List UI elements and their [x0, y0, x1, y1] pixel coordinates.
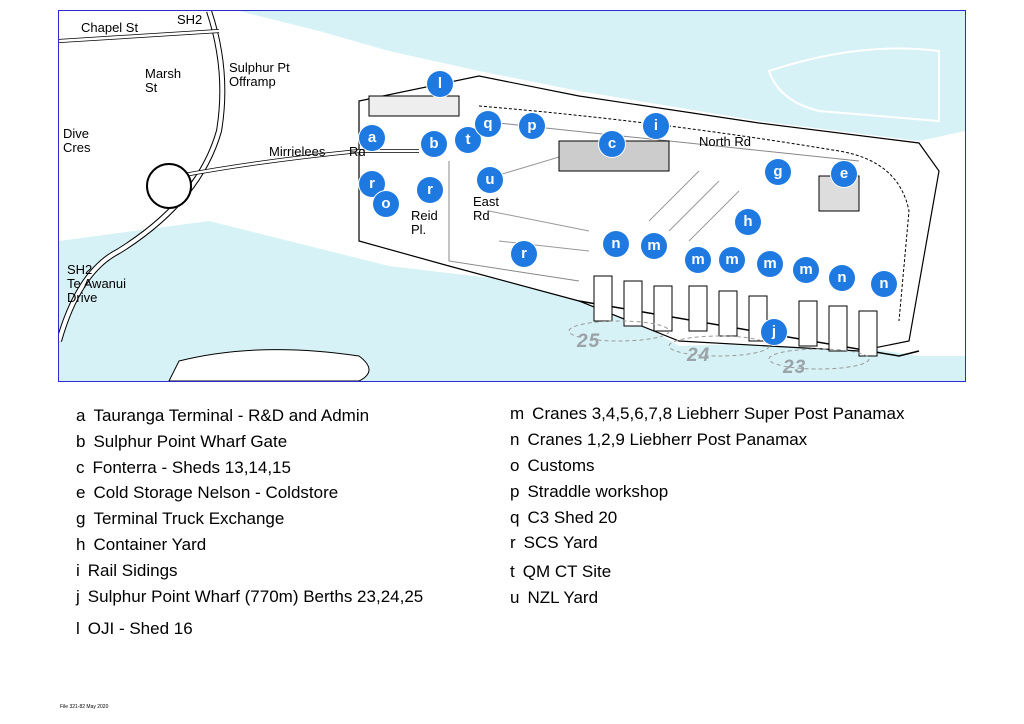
marker-m-1[interactable]: m — [641, 233, 667, 259]
marker-o[interactable]: o — [373, 191, 399, 217]
marker-m-2[interactable]: m — [685, 247, 711, 273]
label-sulphur-offramp: Sulphur Pt Offramp — [229, 60, 290, 89]
marker-h[interactable]: h — [735, 209, 761, 235]
label-north-rd: North Rd — [699, 134, 752, 149]
port-map: Chapel St SH2 Marsh St Sulphur Pt Offram… — [58, 10, 966, 382]
marker-r-2[interactable]: r — [417, 177, 443, 203]
marker-c[interactable]: c — [599, 131, 625, 157]
marker-r-3[interactable]: r — [511, 241, 537, 267]
roundabout — [146, 163, 192, 209]
label-marsh-st: Marsh St — [145, 66, 182, 95]
marker-e[interactable]: e — [831, 161, 857, 187]
berth-23-outline — [768, 348, 870, 370]
marker-n-3[interactable]: n — [871, 271, 897, 297]
file-note: File 321-82 May 2020 — [60, 704, 109, 710]
road-chapel-inner — [59, 29, 220, 43]
wharf-edge — [578, 300, 920, 357]
map-drawing — [59, 11, 965, 381]
label-dive-cres: Dive Cres — [63, 126, 91, 155]
marker-a[interactable]: a — [359, 125, 385, 151]
marker-n-2[interactable]: n — [829, 265, 855, 291]
marker-l[interactable]: l — [427, 71, 453, 97]
berth-25-label: 25 — [577, 331, 601, 352]
marker-u[interactable]: u — [477, 167, 503, 193]
berth-24-label: 24 — [687, 345, 711, 366]
berth-23-label: 23 — [783, 357, 807, 378]
berth-24-outline — [668, 335, 770, 357]
road-east — [448, 161, 580, 282]
shed-16 — [368, 95, 460, 117]
harbour-water-bottom — [59, 221, 965, 381]
label-chapel-st: Chapel St — [81, 20, 139, 35]
marker-n-1[interactable]: n — [603, 231, 629, 257]
label-sh2-top: SH2 — [177, 12, 203, 27]
label-reid-pl: Reid Pl. — [411, 208, 438, 237]
marker-q[interactable]: q — [475, 111, 501, 137]
marker-b[interactable]: b — [421, 131, 447, 157]
berth-25-outline — [568, 320, 670, 342]
port-land — [358, 75, 940, 352]
marker-g[interactable]: g — [765, 159, 791, 185]
label-sh2-te-awanui: SH2 Te Awanui Drive — [67, 262, 127, 305]
marker-m-3[interactable]: m — [719, 247, 745, 273]
label-mirrielees: Mirrielees — [269, 144, 326, 159]
island-hatched — [767, 47, 940, 123]
rail-line — [478, 105, 910, 322]
marker-m-4[interactable]: m — [757, 251, 783, 277]
small-island — [168, 349, 370, 381]
marker-i[interactable]: i — [643, 113, 669, 139]
marker-m-5[interactable]: m — [793, 257, 819, 283]
label-east-rd: East Rd — [473, 194, 500, 223]
label-rd: Rd — [349, 144, 366, 159]
harbour-water-top — [239, 11, 965, 141]
marker-j[interactable]: j — [761, 319, 787, 345]
road-mirrielees-inner — [178, 149, 419, 178]
marker-p[interactable]: p — [519, 113, 545, 139]
